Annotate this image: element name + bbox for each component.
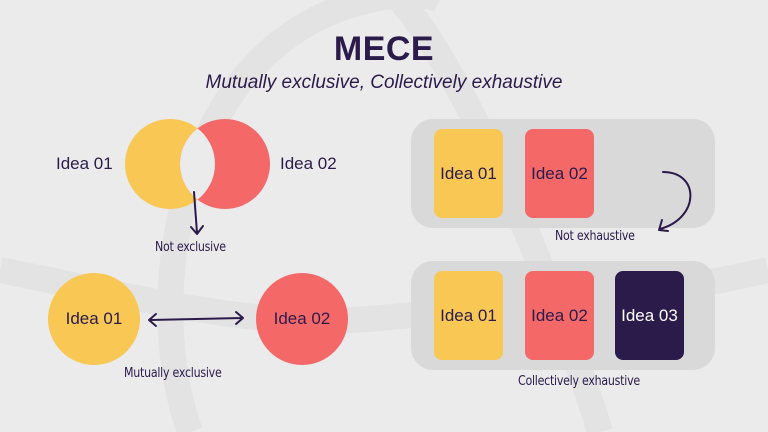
page-subtitle: Mutually exclusive, Collectively exhaust…	[205, 72, 563, 93]
mutually-exclusive-caption: Mutually exclusive	[124, 366, 222, 381]
card-idea-02: Idea 02	[525, 129, 594, 218]
arrow-down-icon	[190, 191, 204, 235]
circle-idea-01: Idea 01	[48, 273, 140, 365]
circle-idea-02: Idea 02	[256, 273, 348, 365]
collectively-exhaustive-caption: Collectively exhaustive	[518, 374, 640, 389]
card-idea-01: Idea 01	[434, 129, 503, 218]
venn-right-label: Idea 02	[280, 154, 337, 173]
card-idea-03: Idea 03	[615, 271, 684, 360]
venn-left-label: Idea 01	[56, 154, 113, 173]
not-exclusive-caption: Not exclusive	[155, 240, 226, 255]
card-idea-01: Idea 01	[434, 271, 503, 360]
card-idea-02: Idea 02	[525, 271, 594, 360]
not-exhaustive-caption: Not exhaustive	[555, 229, 635, 244]
page-title: MECE	[333, 30, 435, 68]
